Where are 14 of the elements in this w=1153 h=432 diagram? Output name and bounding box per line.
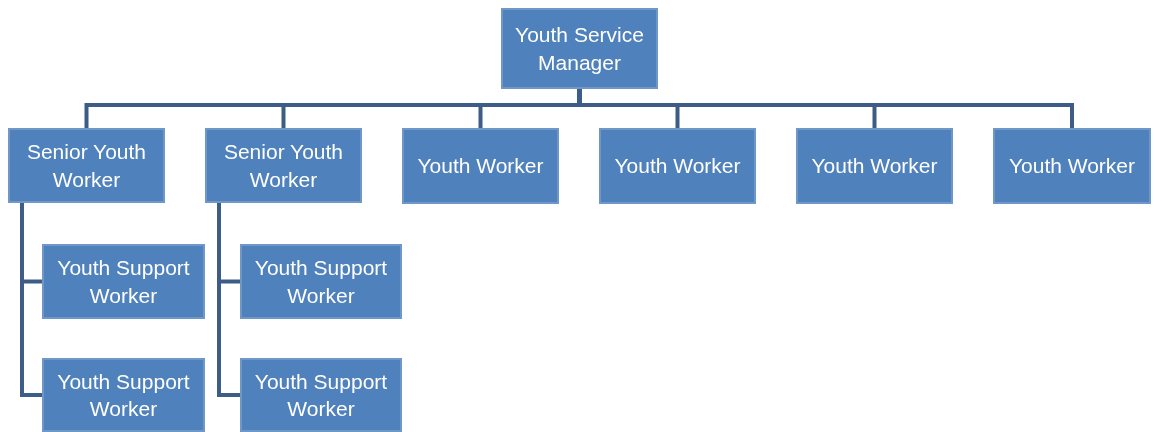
org-box: Youth Support Worker <box>240 358 402 432</box>
org-box: Youth Support Worker <box>42 244 205 319</box>
org-box: Senior Youth Worker <box>205 128 362 203</box>
org-box: Youth Worker <box>796 128 953 204</box>
org-box: Senior Youth Worker <box>8 128 165 203</box>
org-box: Youth Support Worker <box>240 244 402 319</box>
org-box: Youth Support Worker <box>42 358 205 432</box>
org-box: Youth Worker <box>993 128 1151 204</box>
connector-line <box>217 203 240 397</box>
connector-line <box>20 203 42 397</box>
org-box: Youth Service Manager <box>501 8 658 89</box>
org-box: Youth Worker <box>402 128 559 204</box>
connector-line <box>577 89 1074 128</box>
org-box: Youth Worker <box>599 128 756 204</box>
